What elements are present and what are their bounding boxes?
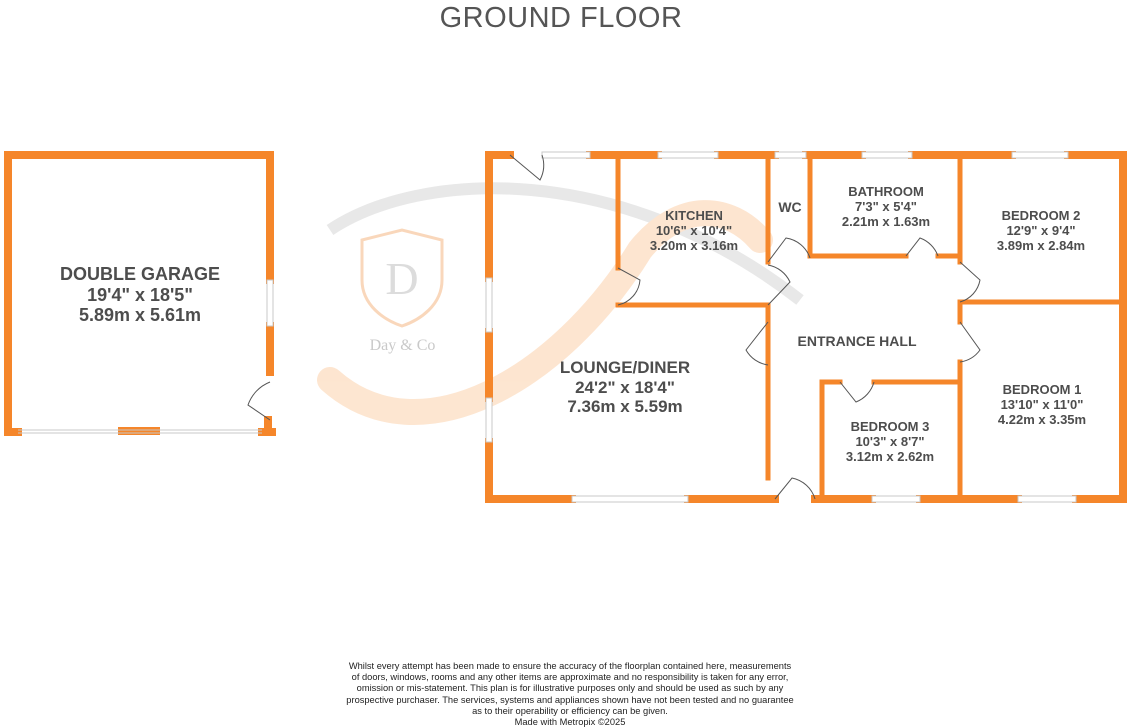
room-label-entrance-hall: ENTRANCE HALL [772, 333, 942, 349]
room-name: DOUBLE GARAGE [59, 264, 220, 284]
door-swings [509, 154, 981, 500]
watermark: D [317, 182, 804, 425]
floor-title: GROUND FLOOR [439, 2, 683, 34]
room-name: WC [778, 199, 802, 215]
room-metric: 2.21m x 1.63m [841, 213, 931, 229]
disclaimer-line: as to their operability or efficiency ca… [472, 705, 668, 716]
room-imperial: 19'4" x 18'5" [87, 284, 193, 305]
room-label-kitchen: KITCHEN 10'6" x 10'4" 3.20m x 3.16m [630, 208, 758, 254]
disclaimer-line: omission or mis-statement. This plan is … [356, 683, 784, 694]
room-label-double-garage: DOUBLE GARAGE 19'4" x 18'5" 5.89m x 5.61… [30, 264, 250, 326]
room-name: BEDROOM 1 [1002, 382, 1082, 397]
room-label-bedroom-2: BEDROOM 2 12'9" x 9'4" 3.89m x 2.84m [972, 208, 1110, 254]
disclaimer: Whilst every attempt has been made to en… [320, 661, 820, 728]
room-metric: 7.36m x 5.59m [567, 397, 683, 417]
garage-side-door [247, 381, 271, 421]
garage-windows [18, 279, 274, 434]
room-metric: 3.20m x 3.16m [649, 237, 739, 253]
room-imperial: 10'6" x 10'4" [655, 222, 733, 238]
room-metric: 4.22m x 3.35m [997, 411, 1087, 427]
watermark-brand: Day & Co [369, 337, 436, 354]
room-imperial: 7'3" x 5'4" [855, 198, 917, 214]
room-name: LOUNGE/DINER [559, 358, 691, 377]
made-with-credit: Made with Metropix ©2025 [514, 717, 626, 728]
room-imperial: 12'9" x 9'4" [1006, 222, 1076, 238]
shield-logo-icon [360, 228, 444, 328]
room-name: BATHROOM [848, 184, 924, 199]
house-windows [485, 151, 1077, 503]
room-name: KITCHEN [665, 208, 723, 223]
room-imperial: 10'3" x 8'7" [855, 433, 925, 449]
room-name: BEDROOM 2 [1001, 208, 1081, 223]
room-imperial: 13'10" x 11'0" [1000, 396, 1084, 412]
disclaimer-line: prospective purchaser. The services, sys… [346, 694, 794, 705]
watermark-letter: D [385, 253, 418, 304]
room-label-lounge-diner: LOUNGE/DINER 24'2" x 18'4" 7.36m x 5.59m [520, 358, 730, 417]
disclaimer-line: Whilst every attempt has been made to en… [348, 661, 792, 671]
room-label-wc: WC [772, 199, 808, 215]
room-label-bedroom-1: BEDROOM 1 13'10" x 11'0" 4.22m x 3.35m [972, 382, 1112, 428]
room-name: BEDROOM 3 [850, 419, 930, 434]
room-label-bathroom: BATHROOM 7'3" x 5'4" 2.21m x 1.63m [820, 184, 952, 230]
disclaimer-line: of doors, windows, rooms and any other i… [351, 672, 789, 683]
room-imperial: 24'2" x 18'4" [575, 377, 675, 397]
internal-walls [615, 152, 1126, 502]
room-metric: 5.89m x 5.61m [78, 305, 202, 326]
room-label-bedroom-3: BEDROOM 3 10'3" x 8'7" 3.12m x 2.62m [826, 419, 954, 465]
room-metric: 3.89m x 2.84m [996, 237, 1086, 253]
room-name: ENTRANCE HALL [797, 333, 917, 349]
garage-walls [4, 151, 276, 436]
room-metric: 3.12m x 2.62m [845, 448, 935, 464]
